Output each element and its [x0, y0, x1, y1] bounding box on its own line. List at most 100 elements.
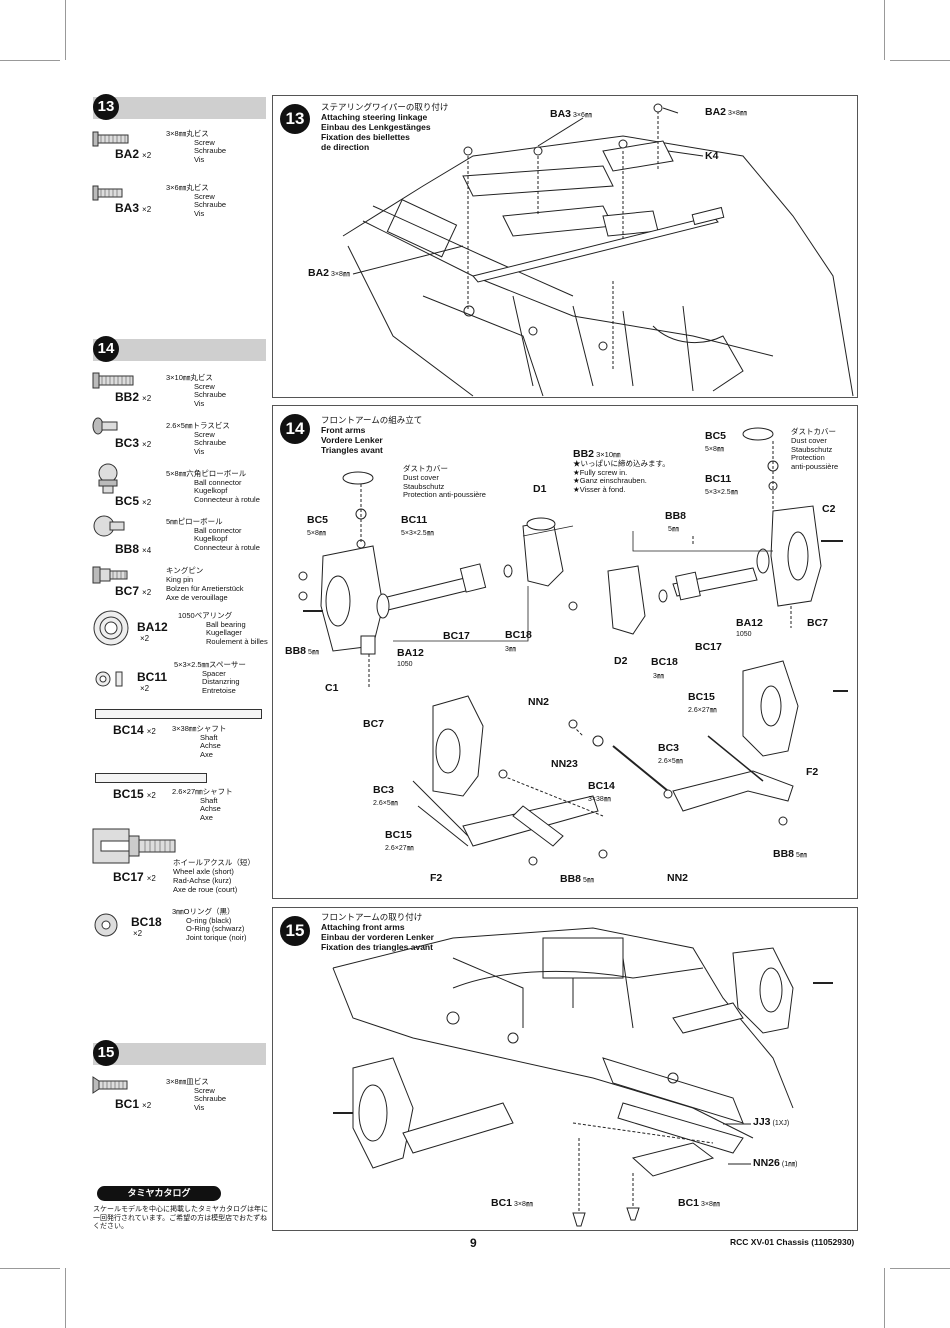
- label-bc7: BC7: [363, 718, 385, 730]
- part-code: BB8×4: [115, 542, 152, 556]
- crop-mark: [0, 1268, 60, 1269]
- part-qty: ×2: [140, 634, 150, 643]
- label-size: 2.6×27㎜: [688, 707, 717, 714]
- screw-icon: [92, 131, 129, 147]
- label-bc11: BC11: [401, 514, 428, 526]
- step13-number: 13: [93, 94, 119, 120]
- label-jj3: JJ3(1XJ): [753, 1116, 790, 1128]
- part-code: BC15×2: [113, 787, 156, 801]
- crop-mark: [884, 1268, 885, 1328]
- label-bc15: BC15: [385, 829, 412, 841]
- part-description: ホイールアクスル（短）Wheel axle (short)Rad-Achse (…: [173, 858, 255, 894]
- part-description: 3㎜Oリング（黒）O-ring (black)O-Ring (schwarz)J…: [172, 907, 247, 942]
- label-nn23: NN23: [551, 758, 578, 770]
- label-bc18: BC18: [505, 629, 532, 641]
- shaft-icon: [95, 773, 207, 783]
- label-bc15: BC15: [688, 691, 715, 703]
- o-ring-icon: [94, 913, 118, 937]
- label-size: 5㎜: [668, 526, 679, 533]
- crop-mark: [65, 1268, 66, 1328]
- label-bb8: BB8: [665, 510, 687, 522]
- part-code: BC1×2: [115, 1097, 152, 1111]
- part-code: BA3×2: [115, 201, 152, 215]
- label-bc7: BC7: [807, 617, 829, 629]
- label-d2: D2: [614, 655, 628, 667]
- part-code: BC7×2: [115, 584, 152, 598]
- label-size: 5×8㎜: [705, 446, 724, 453]
- catalog-badge: タミヤカタログ: [97, 1186, 221, 1201]
- crop-mark: [890, 1268, 950, 1269]
- catalog-text: スケールモデルを中心に掲載したタミヤカタログは年に一回発行されています。ご希望の…: [93, 1206, 268, 1230]
- part-code: BA2×2: [115, 147, 152, 161]
- wheel-axle-icon: [92, 828, 176, 864]
- label-bc17: BC17: [443, 630, 470, 642]
- step15-header: 15: [93, 1040, 266, 1066]
- label-ba12: BA12: [397, 647, 424, 659]
- part-code: BB2×2: [115, 390, 152, 404]
- bb2-note: BB2 3×10㎜★いっぱいに締め込みます。★Fully screw in.★G…: [573, 448, 670, 495]
- part-code: BC5×2: [115, 494, 152, 508]
- label-c2: C2: [822, 503, 836, 515]
- label-f2: F2: [430, 872, 443, 884]
- page-number: 9: [470, 1236, 477, 1250]
- label-bc3: BC3: [658, 742, 680, 754]
- label-size: 2.6×5㎜: [373, 800, 398, 807]
- label-size: 5×3×2.5㎜: [705, 489, 738, 496]
- label-c1: C1: [325, 682, 339, 694]
- label-ba12: BA12: [736, 617, 763, 629]
- label-d1: D1: [533, 483, 547, 495]
- label-bc5: BC5: [705, 430, 727, 442]
- label-nn2: NN2: [667, 872, 689, 884]
- ball-bearing-icon: [93, 610, 129, 646]
- steering-linkage-diagram: [342, 103, 854, 397]
- countersunk-screw-icon: [92, 1076, 128, 1094]
- label-bc5: BC5: [307, 514, 329, 526]
- spacer-icon: [95, 671, 123, 687]
- label-size: 3㎜: [653, 673, 664, 680]
- label-nn26: NN26(1㎜): [753, 1157, 798, 1169]
- crop-mark: [0, 60, 60, 61]
- label-bc18: BC18: [651, 656, 678, 668]
- part-qty: ×2: [140, 684, 150, 693]
- shaft-icon: [95, 709, 262, 719]
- label-nn2: NN2: [528, 696, 550, 708]
- step15-badge: 15: [280, 916, 310, 946]
- king-pin-icon: [92, 566, 128, 584]
- screw-icon: [92, 185, 123, 201]
- label-bc3: BC3: [373, 784, 395, 796]
- crop-mark: [890, 60, 950, 61]
- label-bc17: BC17: [695, 641, 722, 653]
- part-code: BC17×2: [113, 870, 156, 884]
- part-code: BC18: [131, 915, 162, 929]
- crop-mark: [884, 0, 885, 60]
- step14-number: 14: [93, 336, 119, 362]
- label-k4: K4: [705, 150, 719, 162]
- label-size: 1050: [736, 631, 752, 638]
- step15-number: 15: [93, 1040, 119, 1066]
- label-bc11: BC11: [705, 473, 732, 485]
- step13-badge: 13: [280, 104, 310, 134]
